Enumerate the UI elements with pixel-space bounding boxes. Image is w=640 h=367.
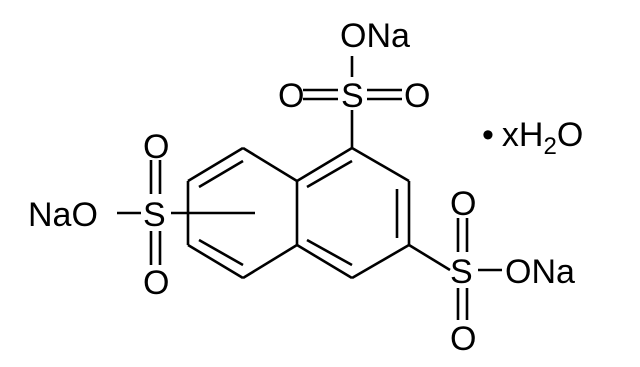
atom-label-o: O [404,77,430,115]
bond [351,243,410,280]
atom-label-s: S [341,77,364,115]
sulfonate-group-left: O NaO S O [28,128,255,302]
sulfonate-group-top: ONa O S O [278,17,430,148]
atom-label-o: O [278,77,304,115]
bond [242,146,298,183]
hydrate-bullet: • [482,116,494,154]
atom-label-o: O [143,128,169,166]
bond [306,238,353,267]
bond [296,146,353,183]
sulfonate-group-right: O S ONa O [408,185,575,358]
atom-label-s: S [143,196,166,234]
bond [187,146,244,183]
bond [296,243,353,280]
atom-label-nao: NaO [28,196,98,234]
bond [242,243,298,280]
bond [198,238,244,267]
atom-label-ona: ONa [505,253,575,291]
hydrate-o: O [557,116,583,154]
bond [408,243,451,272]
atom-label-o: O [450,185,476,223]
atom-label-s: S [450,253,473,291]
bond [187,243,244,280]
hydrate-subscript-2: 2 [543,133,556,160]
atom-label-ona: ONa [340,17,410,55]
bond [198,159,244,189]
hydrate-label: •xH2O [482,116,583,160]
hydrate-h: H [519,116,544,154]
hydrate-x: x [502,116,519,154]
atom-label-o: O [143,264,169,302]
bond [351,146,410,183]
bond [306,159,353,189]
atom-label-o: O [450,320,476,358]
